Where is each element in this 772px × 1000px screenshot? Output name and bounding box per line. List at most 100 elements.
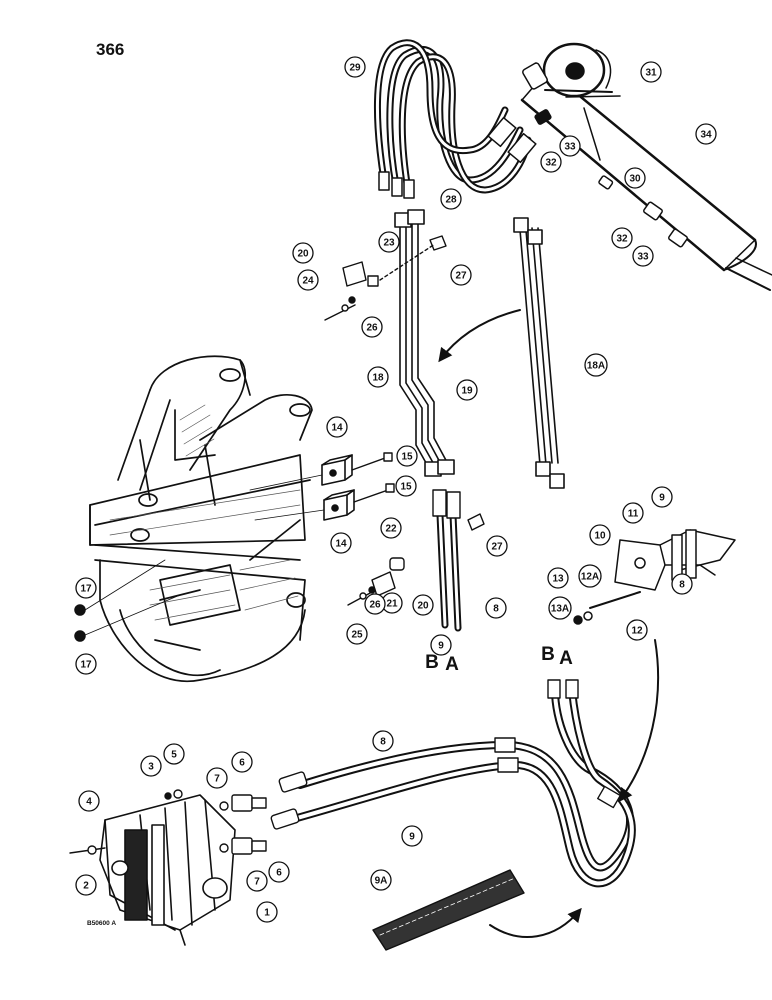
callout-33: 33 (632, 245, 654, 267)
callout-label: 19 (461, 386, 473, 397)
callout-label: 18 (372, 373, 384, 384)
callout-label: 11 (628, 509, 639, 520)
callout-23: 23 (378, 231, 400, 253)
callout-label: 12A (581, 572, 599, 583)
callout-20: 20 (292, 242, 314, 264)
callout-circle (378, 231, 400, 253)
callout-label: 9A (375, 876, 388, 887)
hose-letter-a: A (445, 654, 459, 675)
callout-circle (440, 188, 462, 210)
callout-33: 33 (559, 135, 581, 157)
callout-17: 17 (75, 577, 97, 599)
callout-label: 20 (297, 249, 309, 260)
callout-10: 10 (589, 524, 611, 546)
hose-letter-b: B (425, 652, 439, 673)
hose-long-fitting-icon (270, 679, 621, 830)
callout-label: 6 (276, 868, 282, 879)
callout-label: 12 (631, 626, 643, 637)
callout-circle (396, 445, 418, 467)
callout-circle (367, 366, 389, 388)
hose-fitting-icon (378, 116, 537, 199)
callout-circle (651, 486, 673, 508)
callout-18A: 18A (584, 353, 608, 377)
callout-label: 24 (302, 276, 314, 287)
callout-circle (75, 874, 97, 896)
callout-label: 15 (401, 452, 413, 463)
callout-6: 6 (231, 751, 253, 773)
callout-label: 6 (239, 758, 245, 769)
callout-34: 34 (695, 123, 717, 145)
callout-15: 15 (395, 475, 417, 497)
callout-3: 3 (140, 755, 162, 777)
callout-18: 18 (367, 366, 389, 388)
clamp-bracket-icon (573, 529, 736, 625)
callout-15: 15 (396, 445, 418, 467)
leader-lines (84, 474, 325, 636)
callout-label: 31 (645, 68, 657, 79)
callout-label: 17 (80, 584, 92, 595)
callout-circle (401, 825, 423, 847)
callout-circle (268, 861, 290, 883)
callout-label: 17 (80, 660, 92, 671)
callout-27: 27 (486, 535, 508, 557)
callout-label: 9 (409, 832, 415, 843)
callout-9: 9 (430, 634, 452, 656)
steel-tube-pair-icon (513, 217, 565, 489)
hose-letter-a: A (559, 648, 573, 669)
callout-13A: 13A (548, 596, 572, 620)
callout-label: 22 (385, 524, 397, 535)
callout-circle (75, 577, 97, 599)
callout-circle (372, 730, 394, 752)
clamp-block-icon (321, 454, 355, 521)
callout-32: 32 (540, 151, 562, 173)
callout-14: 14 (326, 416, 348, 438)
callout-label: 26 (369, 600, 381, 611)
callout-circle (231, 751, 253, 773)
callout-circle (578, 564, 602, 588)
callout-circle (486, 535, 508, 557)
callout-label: 4 (86, 797, 92, 808)
callout-20: 20 (412, 594, 434, 616)
callout-13: 13 (547, 567, 569, 589)
callout-label: 5 (171, 750, 177, 761)
callout-8: 8 (485, 597, 507, 619)
callout-label: 26 (366, 323, 378, 334)
callout-label: 32 (545, 158, 557, 169)
callout-label: 34 (700, 130, 712, 141)
callout-circle (456, 379, 478, 401)
callout-9A: 9A (370, 869, 392, 891)
callout-9: 9 (401, 825, 423, 847)
callout-label: 15 (400, 482, 412, 493)
callout-circle (589, 524, 611, 546)
callout-label: 18A (587, 361, 605, 372)
callout-19: 19 (456, 379, 478, 401)
callout-circle (547, 567, 569, 589)
callout-circle (671, 573, 693, 595)
callout-label: 21 (386, 599, 398, 610)
callout-bubbles: 1234566778889999A10111212A1313A141415151… (75, 56, 717, 923)
callout-circle (140, 755, 162, 777)
callout-label: 27 (491, 542, 503, 553)
callout-12: 12 (626, 619, 648, 641)
callout-8: 8 (372, 730, 394, 752)
callout-circle (361, 316, 383, 338)
callout-label: 20 (417, 601, 429, 612)
callout-circle (75, 653, 97, 675)
hose-clamp-lower-icon (347, 513, 485, 606)
page-number: 366 (96, 40, 125, 59)
callout-30: 30 (624, 167, 646, 189)
callout-label: 7 (214, 774, 220, 785)
callout-label: 9 (438, 641, 444, 652)
callout-1: 1 (256, 901, 278, 923)
callout-circle (632, 245, 654, 267)
callout-26: 26 (361, 316, 383, 338)
callout-circle (346, 623, 368, 645)
callout-circle (559, 135, 581, 157)
callout-circle (485, 597, 507, 619)
callout-label: 8 (493, 604, 499, 615)
callout-circle (412, 594, 434, 616)
callout-label: 33 (637, 252, 649, 263)
callout-circle (163, 743, 185, 765)
